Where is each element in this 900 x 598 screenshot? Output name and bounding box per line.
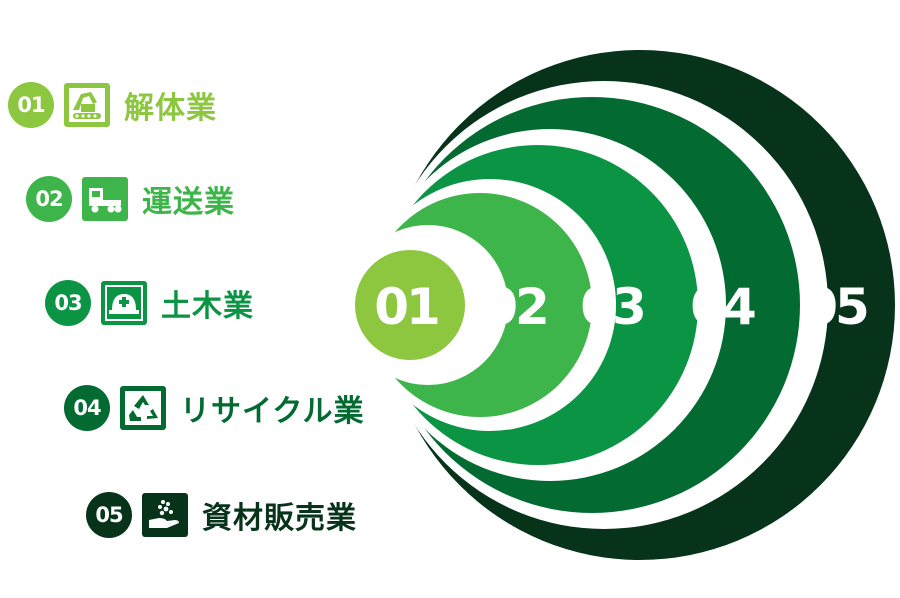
truck-icon: [82, 177, 128, 221]
list-item-materials-sales: 05 資材販売業: [86, 490, 357, 540]
list-item-demolition: 01 解体業: [8, 80, 217, 130]
item-number-badge: 01: [8, 82, 54, 128]
item-label: リサイクル業: [180, 394, 365, 429]
list-item-transport: 02 運送業: [26, 174, 235, 224]
item-number-badge: 04: [64, 385, 110, 431]
item-label: 土木業: [161, 289, 254, 324]
item-label: 運送業: [142, 185, 235, 220]
item-number-badge: 03: [45, 280, 91, 326]
ring-label-02: 02: [483, 278, 547, 336]
item-number-badge: 02: [26, 176, 72, 222]
hardhat-icon: [101, 281, 147, 325]
ring-label-01: 01: [374, 278, 438, 336]
excavator-icon: [64, 83, 110, 127]
recycle-icon: [120, 386, 166, 430]
ring-1: [355, 250, 465, 360]
ring-label-04: 04: [690, 278, 755, 336]
item-label: 資材販売業: [202, 501, 357, 536]
ring-label-05: 05: [803, 278, 867, 336]
item-label: 解体業: [124, 91, 217, 126]
list-item-recycling: 04 リサイクル業: [64, 383, 365, 433]
list-item-civil-engineering: 03 土木業: [45, 278, 254, 328]
hand-materials-icon: [142, 493, 188, 537]
item-number-badge: 05: [86, 492, 132, 538]
ring-label-03: 03: [580, 278, 644, 336]
